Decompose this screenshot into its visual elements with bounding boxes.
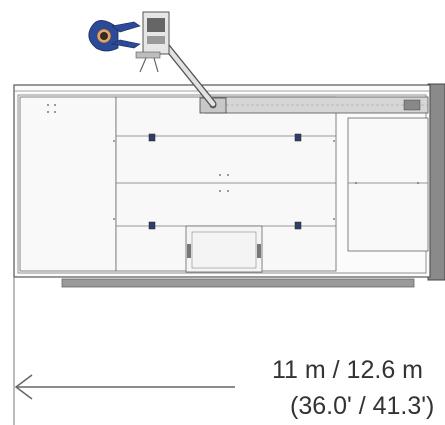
- dimension-label-metric: 11 m / 12.6 m: [272, 356, 423, 384]
- bottom-rail: [61, 278, 415, 288]
- right-panel: [347, 117, 429, 252]
- operator-figure-icon: [88, 20, 141, 52]
- clamp-markers: [148, 133, 302, 230]
- control-console: [135, 11, 170, 73]
- bottom-hatch: [185, 225, 263, 273]
- dimension-label-imperial: (36.0' / 41.3'): [290, 392, 435, 420]
- arrow-left-icon: [14, 374, 235, 400]
- left-panel: [19, 96, 117, 272]
